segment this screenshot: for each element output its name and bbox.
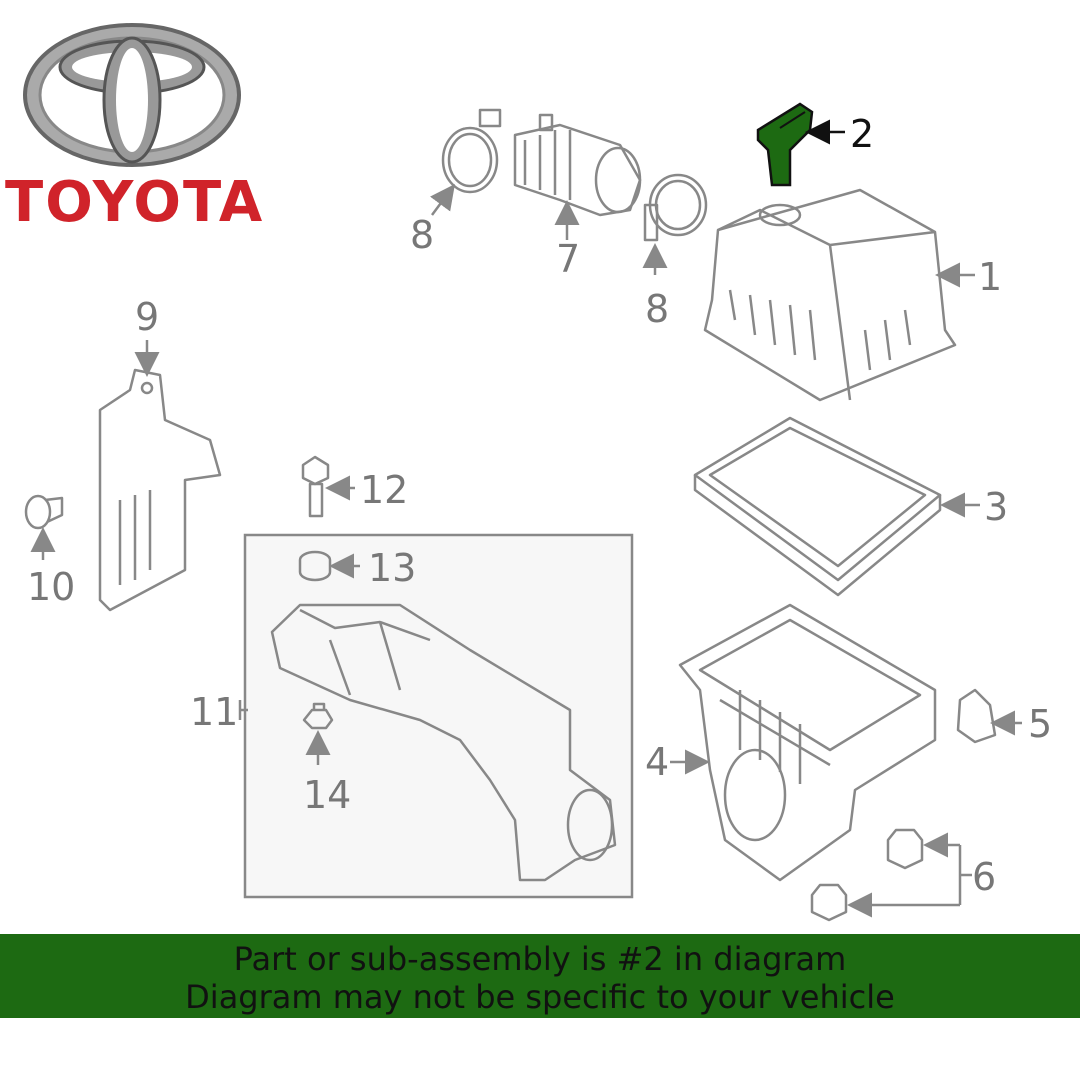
callout-8-right: 8 [645, 287, 669, 331]
part-2-mass-air-flow-sensor [756, 102, 845, 187]
banner-line-2: Diagram may not be specific to your vehi… [185, 978, 895, 1016]
callout-2: 2 [850, 112, 874, 156]
part-6-grommets [810, 828, 972, 922]
callout-13: 13 [368, 546, 416, 590]
banner-line-1: Part or sub-assembly is #2 in diagram [233, 940, 847, 978]
brand-name: TOYOTA [5, 170, 264, 235]
callout-3: 3 [984, 485, 1008, 529]
part-1-air-cleaner-cap [703, 188, 975, 402]
callout-14: 14 [303, 773, 351, 817]
part-8-hose-clamps [430, 108, 708, 275]
callout-12: 12 [360, 468, 408, 512]
callout-10: 10 [27, 565, 75, 609]
callout-1: 1 [978, 255, 1002, 299]
callout-5: 5 [1028, 702, 1052, 746]
callout-11: 11 [190, 690, 238, 734]
part-3-air-filter [693, 416, 980, 597]
callout-6: 6 [972, 855, 996, 899]
callout-7: 7 [556, 237, 580, 281]
info-banner: Part or sub-assembly is #2 in diagram Di… [0, 934, 1080, 1018]
part-7-intake-hose [513, 113, 642, 240]
callout-8-left: 8 [410, 213, 434, 257]
part-9-bracket [98, 340, 222, 612]
part-5-clip [956, 688, 1022, 744]
callout-9: 9 [135, 295, 159, 339]
part-12-bolt [301, 455, 355, 518]
callout-4: 4 [645, 740, 669, 784]
toyota-logo: TOYOTA [5, 23, 264, 235]
callout-labels: 1 2 3 4 5 6 7 8 8 9 10 11 12 13 14 [27, 112, 1052, 899]
part-10-clip-pin [24, 494, 64, 560]
part-11-air-duct-box [238, 533, 634, 899]
part-4-air-cleaner-case [670, 603, 937, 882]
